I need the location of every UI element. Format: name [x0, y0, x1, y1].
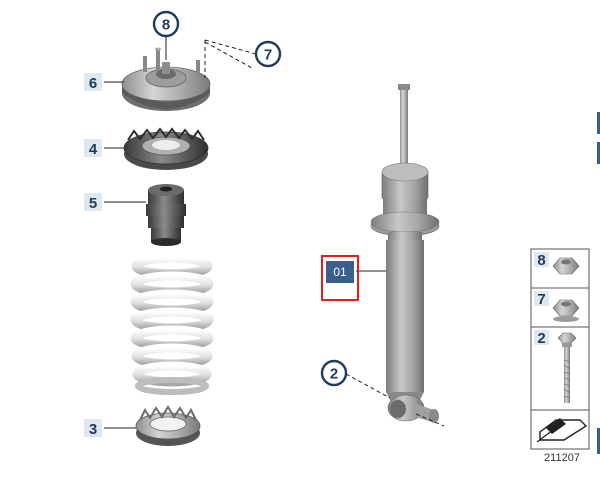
coil-spring [130, 253, 214, 395]
direction-arrow-icon [536, 418, 588, 443]
callout-5[interactable]: 5 [84, 193, 102, 212]
callout-8[interactable]: 8 [152, 10, 180, 38]
callout-8-label: 8 [162, 17, 170, 34]
callout-6-label: 6 [89, 75, 97, 92]
bump-stop [146, 184, 186, 246]
callout-2-label: 2 [330, 366, 338, 383]
hw-item-2[interactable]: 2 [534, 330, 577, 403]
selected-part-01[interactable]: 01 [321, 255, 359, 301]
top-mount [121, 47, 211, 111]
callout-4-label: 4 [89, 141, 98, 158]
hw-item-7[interactable]: 7 [534, 291, 580, 322]
shock-absorber [370, 84, 440, 423]
callout-3-label: 3 [89, 421, 97, 438]
hw-item-8[interactable]: 8 [534, 252, 580, 275]
callout-4[interactable]: 4 [84, 139, 102, 158]
callout-5-label: 5 [89, 195, 97, 212]
hardware-panel: 8 7 2 [530, 248, 590, 450]
callout-7-label: 7 [264, 47, 272, 64]
accent-bar [597, 428, 600, 454]
hw-item-7-label: 7 [537, 291, 545, 308]
hw-item-2-label: 2 [537, 330, 545, 347]
flange-nut-icon [552, 299, 580, 317]
hw-item-8-label: 8 [537, 252, 545, 269]
callout-3[interactable]: 3 [84, 419, 102, 438]
selected-part-label: 01 [333, 265, 347, 279]
accent-bar [597, 142, 600, 164]
reference-number: 211207 [544, 452, 580, 464]
callout-2[interactable]: 2 [320, 359, 348, 387]
lower-spring-pad [135, 405, 201, 446]
nut-icon [552, 257, 580, 275]
spring-pad [123, 127, 209, 170]
leader-lines [104, 36, 445, 429]
callout-7[interactable]: 7 [254, 40, 282, 68]
accent-bar [597, 112, 600, 134]
callout-6[interactable]: 6 [84, 73, 102, 92]
